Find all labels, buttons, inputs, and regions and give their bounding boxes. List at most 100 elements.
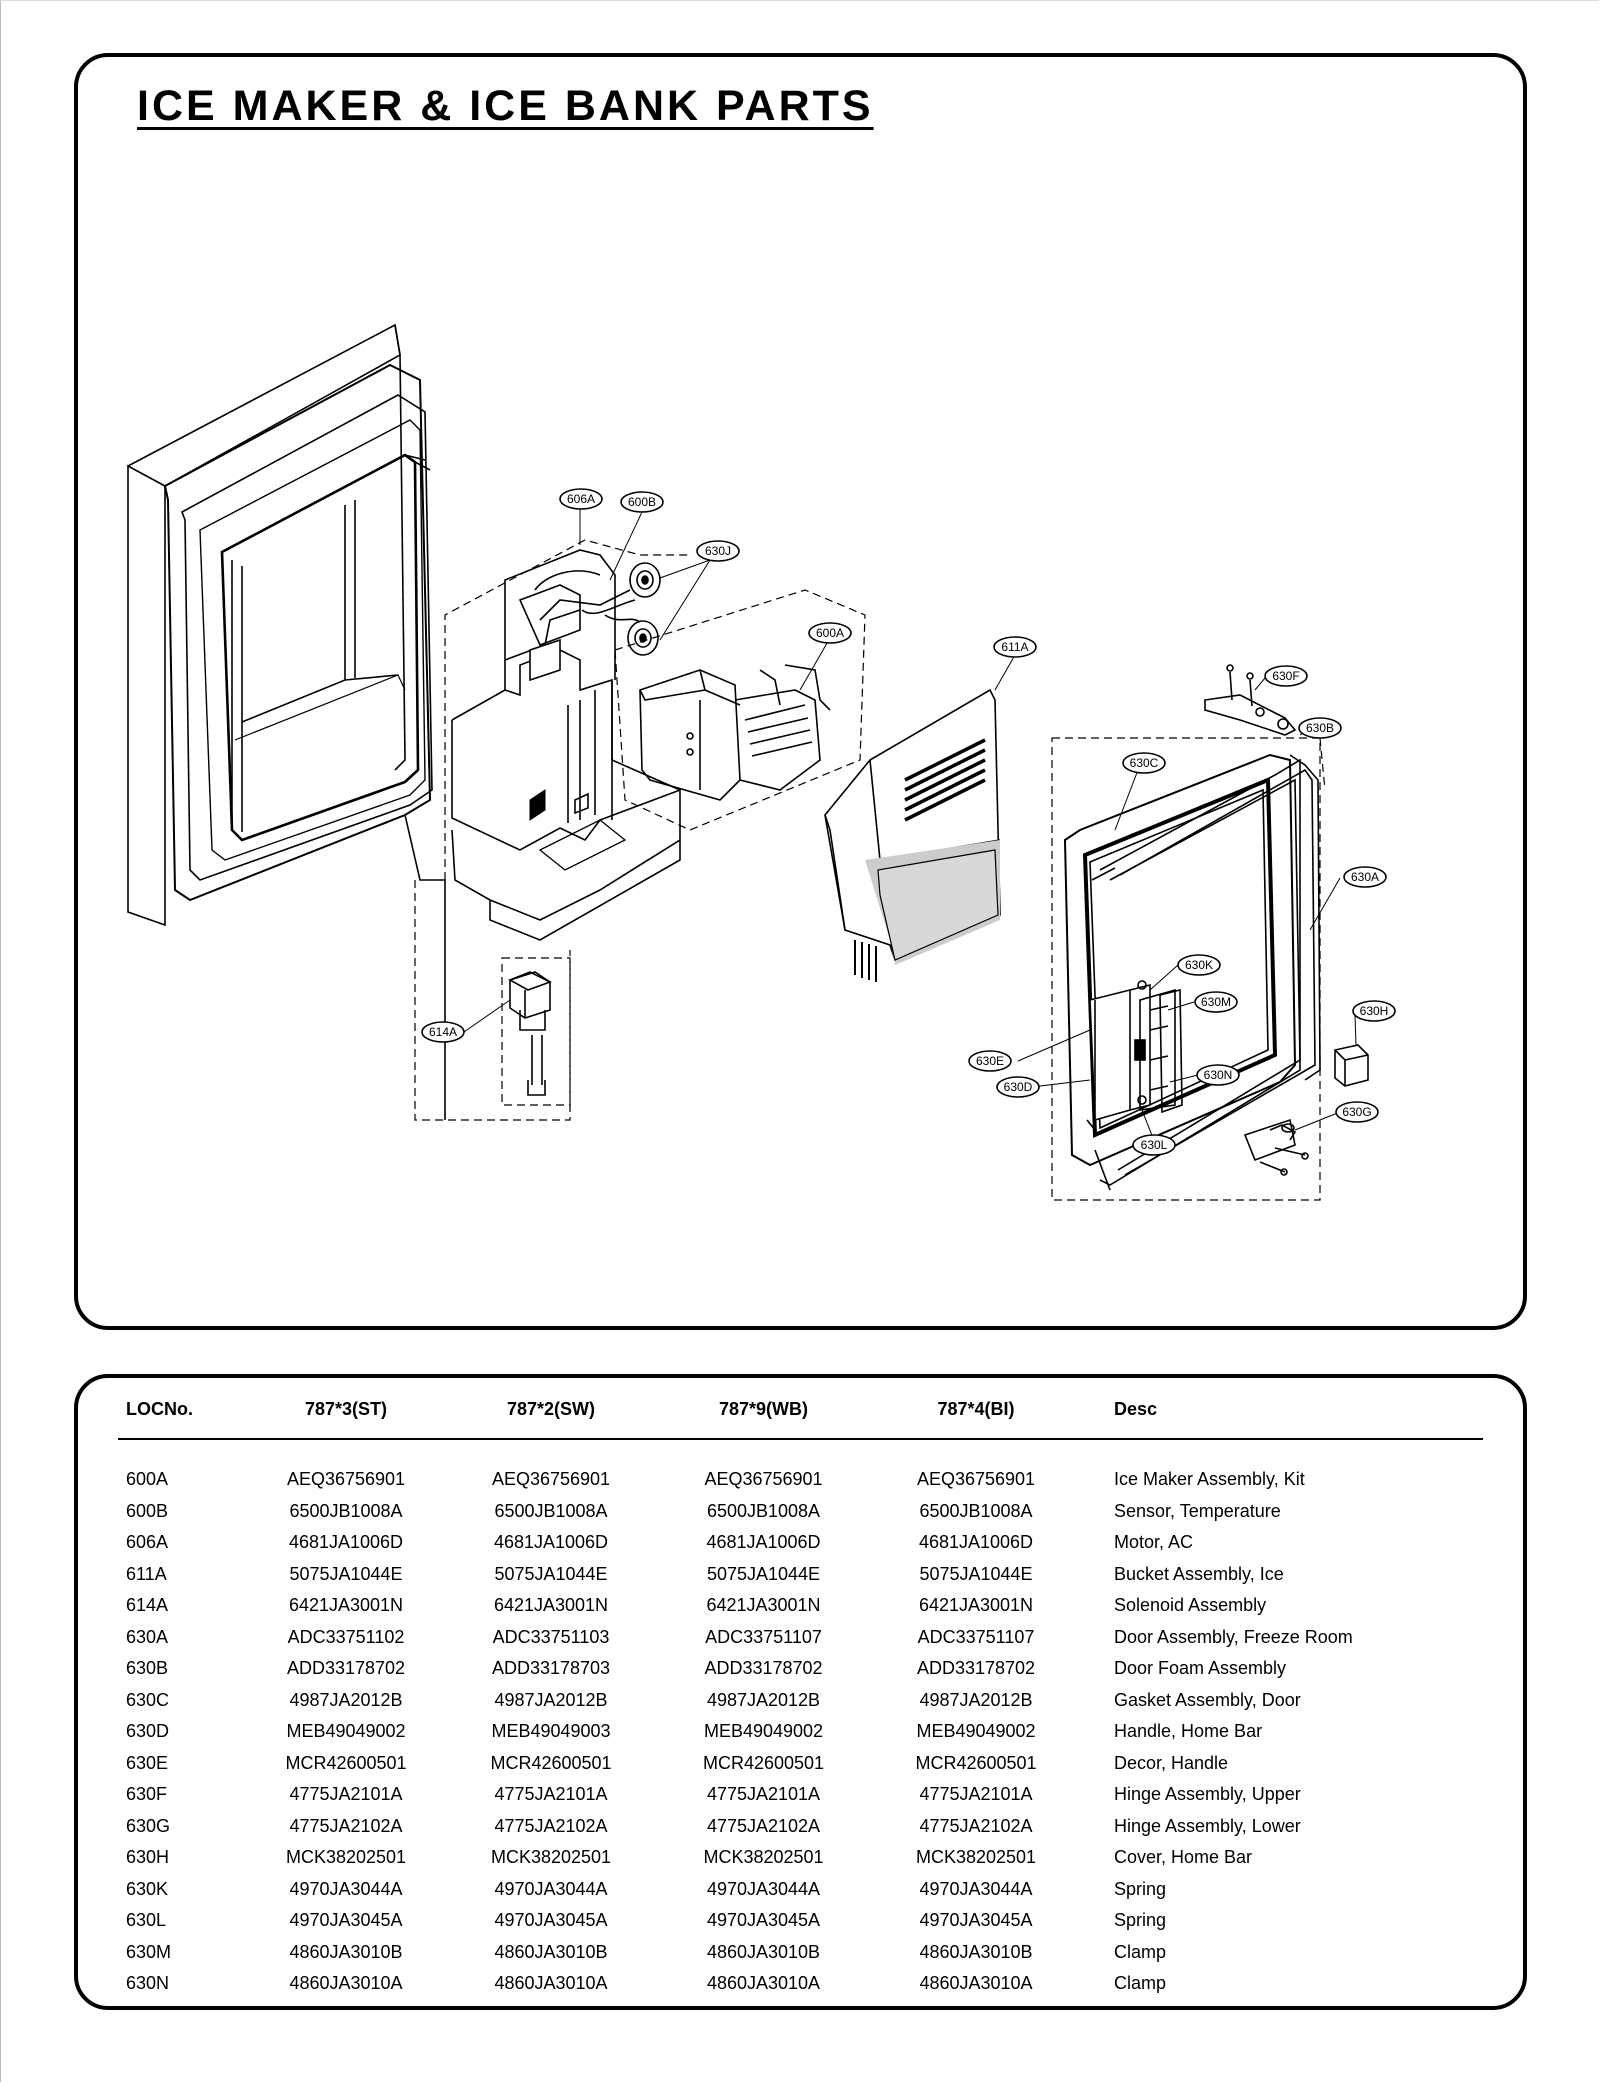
table-cell: 4681JA1006D [706, 1532, 821, 1553]
table-cell: 600B [126, 1500, 169, 1521]
table-cell: 4860JA3010A [919, 1973, 1033, 1994]
callout-630N: 630N [1196, 1064, 1240, 1086]
table-cell: MCR42600501 [285, 1752, 407, 1773]
table-cell: 4970JA3045A [919, 1910, 1033, 1931]
table-cell: 4987JA2012B [706, 1689, 821, 1710]
parts-table-panel [74, 1374, 1527, 2010]
table-header-row: LOCNo. 787*3(ST) 787*2(SW) 787*9(WB) 787… [118, 1380, 1483, 1440]
table-cell: 630G [126, 1815, 171, 1836]
callout-600B: 600B [620, 491, 664, 513]
callout-630J-text: 630J [705, 544, 731, 558]
table-cell: 630K [126, 1878, 169, 1899]
table-cell: 630D [126, 1721, 170, 1742]
table-cell: MCR42600501 [702, 1752, 825, 1773]
callout-600A: 600A [808, 622, 852, 644]
callout-614A: 614A [421, 1021, 465, 1043]
table-cell: Sensor, Temperature [1114, 1500, 1281, 1521]
column-header-787-2-sw: 787*2(SW) [441, 1380, 661, 1440]
table-cell: Bucket Assembly, Ice [1114, 1563, 1284, 1584]
column-header-locno: LOCNo. [118, 1380, 251, 1440]
table-cell: 630M [126, 1941, 172, 1962]
table-cell: 4860JA3010B [919, 1941, 1033, 1962]
callout-630N-text: 630N [1204, 1068, 1233, 1082]
table-cell: Spring [1114, 1910, 1167, 1931]
table-cell: AEQ36756901 [916, 1469, 1036, 1490]
table-cell: 5075JA1044E [289, 1563, 403, 1584]
callout-630B: 630B [1298, 717, 1342, 739]
table-cell: 4775JA2101A [919, 1784, 1033, 1805]
table-cell: 4970JA3044A [289, 1878, 403, 1899]
ice-maker-assembly-drawing [639, 664, 831, 801]
table-cell: 4987JA2012B [919, 1689, 1033, 1710]
table-cell: ADD33178702 [704, 1658, 823, 1679]
table-cell: AEQ36756901 [491, 1469, 611, 1490]
table-cell: 4775JA2101A [494, 1784, 608, 1805]
callout-630M-text: 630M [1201, 995, 1231, 1009]
table-cell: 6500JB1008A [706, 1500, 821, 1521]
column-header-787-9-wb: 787*9(WB) [661, 1380, 866, 1440]
table-cell: Clamp [1114, 1973, 1167, 1994]
table-cell: 4970JA3044A [494, 1878, 608, 1899]
ice-maker-housing-drawing [451, 549, 681, 941]
callout-630A-text: 630A [1351, 870, 1379, 884]
table-cell: MCR42600501 [490, 1752, 612, 1773]
callout-630K: 630K [1177, 954, 1221, 976]
leader-lines [463, 507, 1357, 1144]
ice-bucket-drawing [824, 688, 1001, 982]
table-cell: ADC33751107 [705, 1626, 822, 1647]
table-cell: MCK38202501 [915, 1847, 1037, 1868]
table-cell: 4775JA2101A [289, 1784, 403, 1805]
callout-600A-text: 600A [816, 626, 844, 640]
diagram-panel [74, 53, 1527, 1330]
table-cell: 4775JA2102A [494, 1815, 608, 1836]
table-cell: 6500JB1008A [494, 1500, 608, 1521]
callout-630A: 630A [1343, 866, 1387, 888]
table-cell: MEB49049002 [286, 1721, 406, 1742]
table-cell: 6421JA3001N [288, 1595, 404, 1616]
callout-611A-text: 611A [1001, 640, 1028, 654]
page-title: ICE MAKER & ICE BANK PARTS [137, 82, 874, 130]
table-cell: MCK38202501 [490, 1847, 612, 1868]
table-cell: MEB49049003 [491, 1721, 611, 1742]
table-cell: Spring [1114, 1878, 1167, 1899]
table-cell: 4860JA3010A [494, 1973, 608, 1994]
table-cell: 4775JA2102A [706, 1815, 821, 1836]
table-cell: 600A [126, 1469, 169, 1490]
table-cell: Ice Maker Assembly, Kit [1114, 1469, 1305, 1490]
table-cell: 4970JA3045A [289, 1910, 403, 1931]
table-cell: 4860JA3010B [706, 1941, 821, 1962]
table-cell: 630H [126, 1847, 170, 1868]
table-cell: Door Assembly, Freeze Room [1114, 1626, 1353, 1647]
sensor-pair-drawing [581, 562, 661, 656]
parts-table: LOCNo. 787*3(ST) 787*2(SW) 787*9(WB) 787… [118, 1380, 1483, 2000]
callout-606A-text: 606A [567, 492, 595, 506]
table-cell: 4775JA2102A [289, 1815, 403, 1836]
table-cell: 4681JA1006D [493, 1532, 609, 1553]
table-cell: 630C [126, 1689, 170, 1710]
table-cell: 606A [126, 1532, 169, 1553]
table-cell: 614A [126, 1595, 169, 1616]
table-cell: 4970JA3044A [919, 1878, 1033, 1899]
callout-630D: 630D [996, 1076, 1040, 1098]
table-cell: Hinge Assembly, Upper [1114, 1784, 1301, 1805]
table-cell: 4987JA2012B [289, 1689, 403, 1710]
callout-630E: 630E [968, 1050, 1012, 1072]
callout-630G: 630G [1335, 1101, 1379, 1123]
table-cell: 4860JA3010B [494, 1941, 608, 1962]
table-cell: ADD33178702 [286, 1658, 406, 1679]
table-cell: 6421JA3001N [706, 1595, 821, 1616]
exploded-view-diagram: 606A 600B 630J 600A 611A 630F 630B 630C … [127, 323, 1396, 1201]
callout-labels: 606A 600B 630J 600A 611A 630F 630B 630C … [421, 488, 1396, 1156]
table-cell: ADC33751107 [917, 1626, 1035, 1647]
